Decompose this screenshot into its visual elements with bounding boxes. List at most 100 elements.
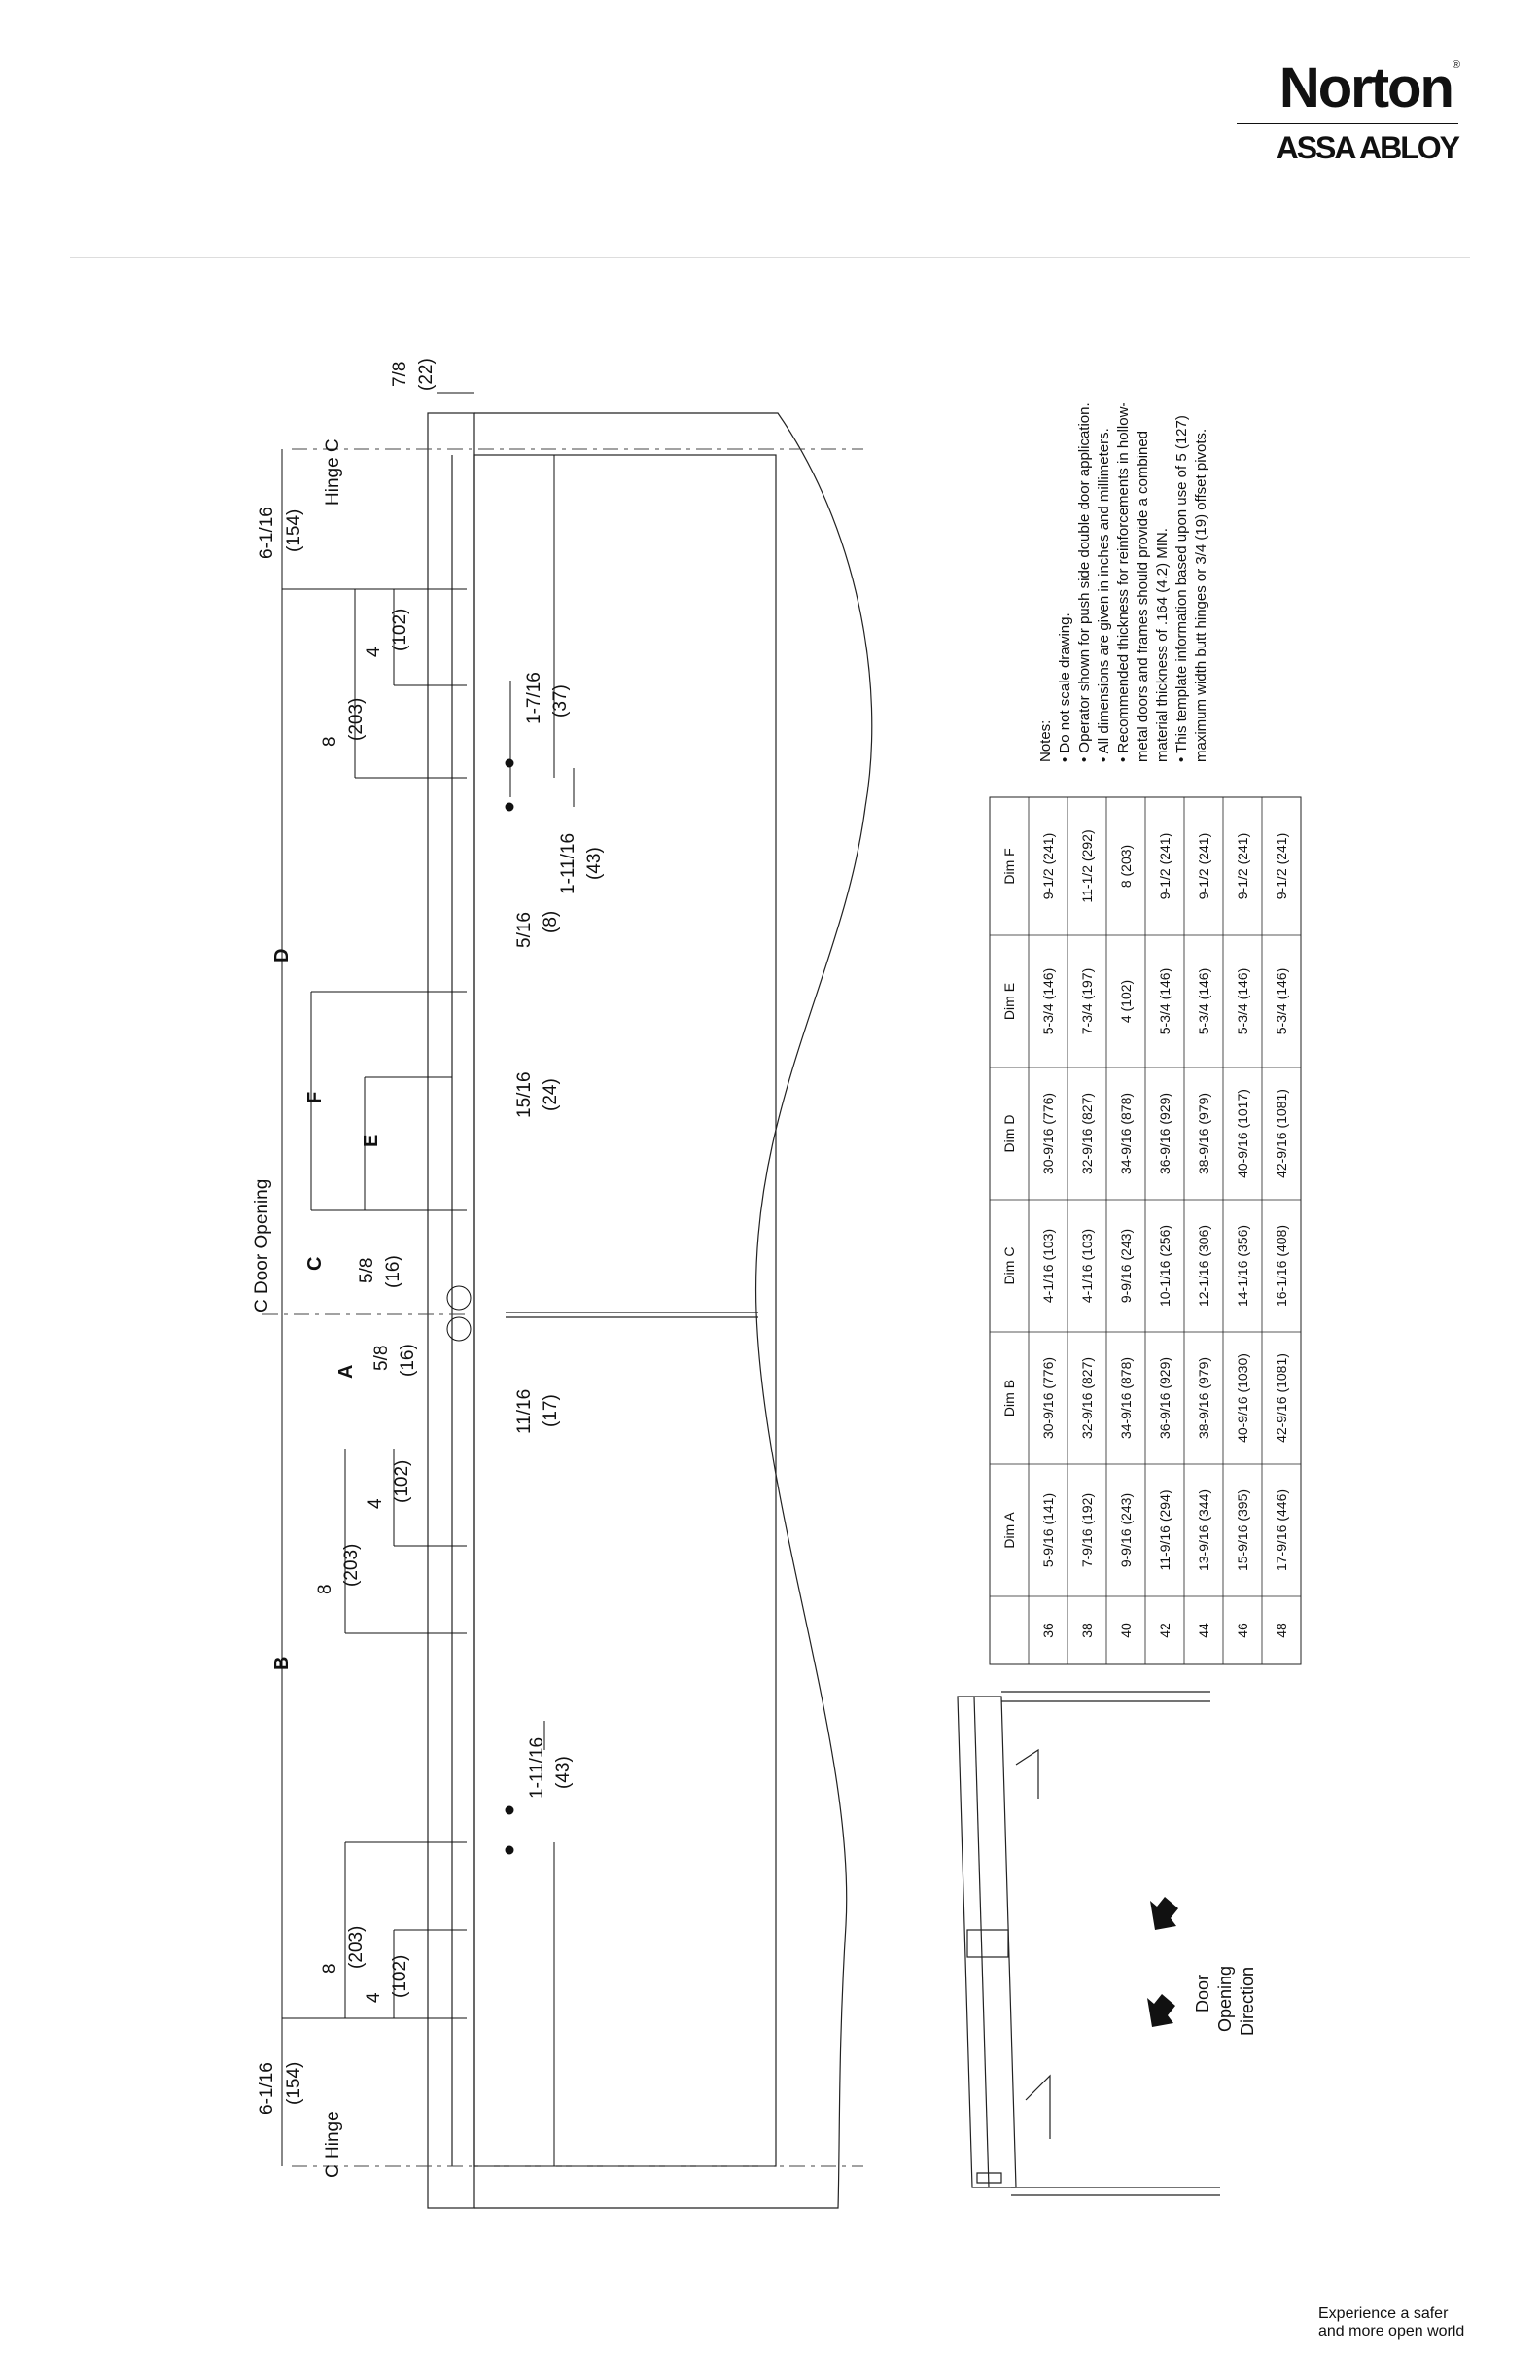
table-cell: 7-3/4 (197) [1079,968,1095,1034]
table-cell: 11-9/16 (294) [1157,1489,1172,1570]
svg-text:4: 4 [364,647,384,657]
table-cell: 42-9/16 (1081) [1274,1353,1289,1443]
direction-label-2: Opening [1215,1966,1235,2032]
dim-hinge-offset-mm: (154) [284,2062,304,2105]
direction-label-1: Door [1193,1975,1212,2012]
table-cell: 5-3/4 (146) [1274,968,1289,1034]
table-cell: 30-9/16 (776) [1040,1357,1056,1439]
door-jamb [1001,1691,1220,2196]
table-cell: 14-1/16 (356) [1235,1225,1250,1307]
hinge-label-right: Hinge C [323,438,343,506]
svg-text:• Recommended thickness for r: • Recommended thickness for reinforcemen… [1115,402,1132,762]
svg-text:(102): (102) [390,1955,410,1998]
table-cell: 13-9/16 (344) [1196,1489,1211,1571]
svg-text:5/8: 5/8 [357,1258,377,1283]
svg-text:(203): (203) [341,1544,362,1587]
table-cell: 5-3/4 (146) [1235,968,1250,1034]
svg-text:• Operator shown for push sid: • Operator shown for push side double do… [1076,402,1093,762]
table-header-cell: Dim B [1001,1380,1017,1417]
direction-arrow-icon [1147,1994,1175,2027]
table-cell: 42 [1157,1623,1172,1638]
notes-block: Notes: • Do not scale drawing. • Operato… [1037,402,1209,762]
svg-text:(24): (24) [541,1078,561,1111]
table-cell: 40 [1118,1623,1134,1638]
table-header-cell: Dim C [1001,1247,1017,1285]
svg-text:material thickness of .164 (4.: material thickness of .164 (4.2) MIN. [1154,528,1171,762]
svg-text:(102): (102) [392,1460,412,1503]
svg-text:maximum width butt hinges or 3: maximum width butt hinges or 3/4 (19) of… [1193,429,1209,762]
table-cell: 16-1/16 (408) [1274,1225,1289,1307]
svg-text:1-11/16: 1-11/16 [558,833,578,894]
table-cell: 32-9/16 (827) [1079,1357,1095,1439]
svg-text:8: 8 [320,1963,340,1974]
svg-text:(102): (102) [390,609,410,651]
table-cell: 4 (102) [1118,980,1134,1023]
table-cell: 30-9/16 (776) [1040,1093,1056,1174]
dim-hinge-offset-in-right: 6-1/16 [257,507,277,559]
table-cell: 4-1/16 (103) [1079,1229,1095,1303]
table-cell: 42-9/16 (1081) [1274,1089,1289,1178]
svg-text:(203): (203) [346,1926,367,1969]
dim-letter-a: A [335,1365,357,1379]
mounting-hole [446,1316,472,1342]
svg-text:(16): (16) [383,1255,403,1288]
svg-text:7/8: 7/8 [390,362,410,387]
door-opening-label: C Door Opening [252,1179,272,1312]
fastener-point [505,802,514,812]
table-cell: 15-9/16 (395) [1235,1489,1250,1571]
table-cell: 9-1/2 (241) [1157,833,1172,899]
dim-letter-f: F [304,1092,326,1103]
table-cell: 9-9/16 (243) [1118,1493,1134,1567]
dim-hinge-offset-in: 6-1/16 [257,2062,277,2115]
door-inner-outline [473,454,777,2167]
svg-text:(203): (203) [346,698,367,741]
table-cell: 40-9/16 (1030) [1235,1353,1250,1443]
table-cell: 5-3/4 (146) [1040,968,1056,1034]
dim-letter-b: B [271,1657,293,1670]
norton-assa-abloy-logo: Norton® ASSA ABLOY [1225,56,1460,166]
brand-name: Norton® [1278,56,1460,120]
table-cell: 7-9/16 (192) [1079,1493,1095,1567]
table-cell: 36 [1040,1623,1056,1638]
svg-text:8: 8 [315,1584,335,1594]
dim-letter-c: C [304,1257,326,1271]
table-cell: 40-9/16 (1017) [1235,1089,1250,1178]
table-cell: 36-9/16 (929) [1157,1357,1172,1439]
hinge-label-left: C Hinge [323,2111,343,2178]
table-header-cell: Dim E [1001,983,1017,1020]
table-cell: 5-9/16 (141) [1040,1493,1056,1567]
svg-text:4: 4 [366,1498,386,1509]
table-cell: 34-9/16 (878) [1118,1093,1134,1174]
table-cell: 9-1/2 (241) [1040,833,1056,899]
brand-parent: ASSA ABLOY [1276,130,1460,165]
table-cell: 38-9/16 (979) [1196,1357,1211,1439]
svg-text:15/16: 15/16 [514,1071,535,1118]
table-cell: 38 [1079,1623,1095,1638]
table-header-cell: Dim A [1001,1512,1017,1549]
svg-text:(43): (43) [553,1756,574,1789]
logo-rule [1237,122,1458,124]
svg-text:4: 4 [364,1992,384,2003]
notes-title: Notes: [1037,720,1054,762]
table-header-cell: Dim D [1001,1115,1017,1153]
svg-text:(22): (22) [416,358,437,391]
svg-text:8: 8 [320,736,340,747]
frame-outline [427,412,475,2209]
table-cell: 5-3/4 (146) [1157,968,1172,1034]
table-cell: 9-1/2 (241) [1196,833,1211,899]
table-cell: 9-1/2 (241) [1274,833,1289,899]
table-cell: 44 [1196,1623,1211,1638]
svg-text:(43): (43) [584,847,605,880]
table-cell: 5-3/4 (146) [1196,968,1211,1034]
fastener-point [505,1845,514,1855]
svg-text:11/16: 11/16 [514,1389,535,1434]
table-cell: 11-1/2 (292) [1079,829,1095,902]
direction-label-3: Direction [1238,1967,1257,2036]
svg-text:• All dimensions are given in: • All dimensions are given in inches and… [1096,428,1112,762]
dim-letter-e: E [361,1135,382,1147]
fastener-point [505,758,514,768]
table-cell: 46 [1235,1623,1250,1638]
svg-text:• This template information b: • This template information based upon u… [1173,415,1190,762]
